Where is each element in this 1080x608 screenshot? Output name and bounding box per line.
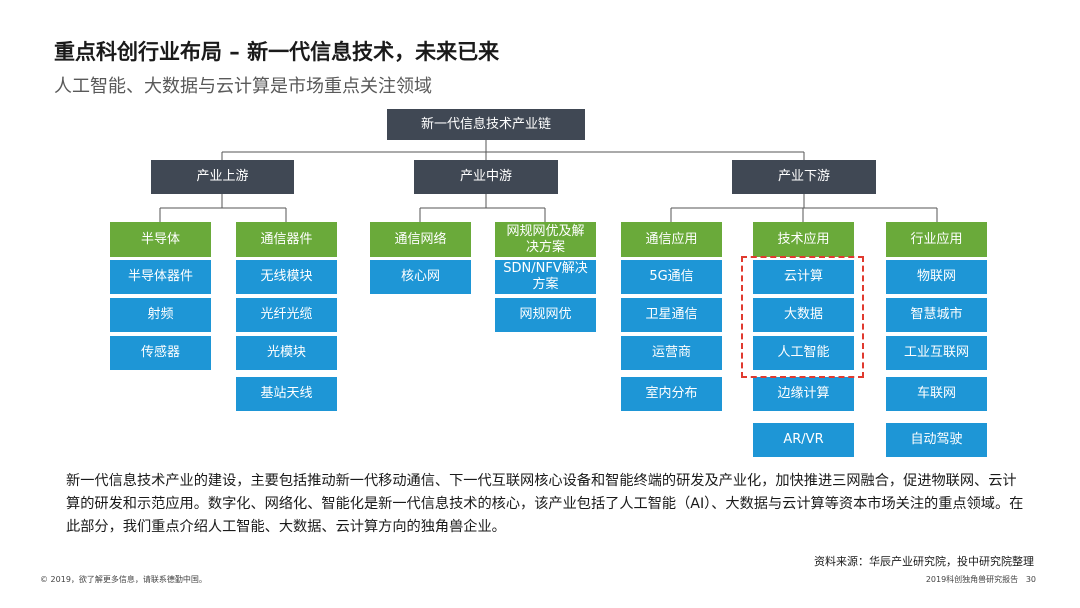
item-iot: 物联网 <box>886 260 987 294</box>
report-name: 2019科创独角兽研究报告 <box>925 575 1019 584</box>
item-edge-computing: 边缘计算 <box>753 377 854 411</box>
stage-downstream: 产业下游 <box>732 160 876 194</box>
item-rf: 射频 <box>110 298 211 332</box>
item-cloud-computing: 云计算 <box>753 260 854 294</box>
item-wireless-module: 无线模块 <box>236 260 337 294</box>
group-industry-application: 行业应用 <box>886 222 987 257</box>
stage-midstream: 产业中游 <box>414 160 558 194</box>
item-operator: 运营商 <box>621 336 722 370</box>
item-base-station-antenna: 基站天线 <box>236 377 337 411</box>
item-ar-vr: AR/VR <box>753 423 854 457</box>
group-comm-application: 通信应用 <box>621 222 722 257</box>
highlight-frame <box>741 256 864 378</box>
item-fiber-cable: 光纤光缆 <box>236 298 337 332</box>
page-subtitle: 人工智能、大数据与云计算是市场重点关注领域 <box>54 76 432 97</box>
group-network-planning: 网规网优及解决方案 <box>495 222 596 257</box>
item-big-data: 大数据 <box>753 298 854 332</box>
source-note: 资料来源：华辰产业研究院，投中研究院整理 <box>814 555 1034 568</box>
item-autonomous-driving: 自动驾驶 <box>886 423 987 457</box>
body-paragraph: 新一代信息技术产业的建设，主要包括推动新一代移动通信、下一代互联网核心设备和智能… <box>66 473 1024 535</box>
item-indoor-distribution: 室内分布 <box>621 377 722 411</box>
group-comm-devices: 通信器件 <box>236 222 337 257</box>
report-footer: 2019科创独角兽研究报告 30 <box>926 574 1036 585</box>
item-semiconductor-device: 半导体器件 <box>110 260 211 294</box>
group-semiconductor: 半导体 <box>110 222 211 257</box>
item-network-optimization: 网规网优 <box>495 298 596 332</box>
item-smart-city: 智慧城市 <box>886 298 987 332</box>
item-iov: 车联网 <box>886 377 987 411</box>
item-ai: 人工智能 <box>753 336 854 370</box>
item-satellite: 卫星通信 <box>621 298 722 332</box>
stage-upstream: 产业上游 <box>151 160 294 194</box>
page-title: 重点科创行业布局 – 新一代信息技术，未来已来 <box>54 40 500 64</box>
root-node: 新一代信息技术产业链 <box>387 109 585 140</box>
item-5g: 5G通信 <box>621 260 722 294</box>
item-core-network: 核心网 <box>370 260 471 294</box>
page-number: 30 <box>1025 575 1036 584</box>
item-industrial-internet: 工业互联网 <box>886 336 987 370</box>
copyright-note: © 2019，欲了解更多信息，请联系德勤中国。 <box>40 575 207 584</box>
group-tech-application: 技术应用 <box>753 222 854 257</box>
item-sdn-nfv: SDN/NFV解决方案 <box>495 260 596 294</box>
item-optical-module: 光模块 <box>236 336 337 370</box>
item-sensor: 传感器 <box>110 336 211 370</box>
group-comm-network: 通信网络 <box>370 222 471 257</box>
